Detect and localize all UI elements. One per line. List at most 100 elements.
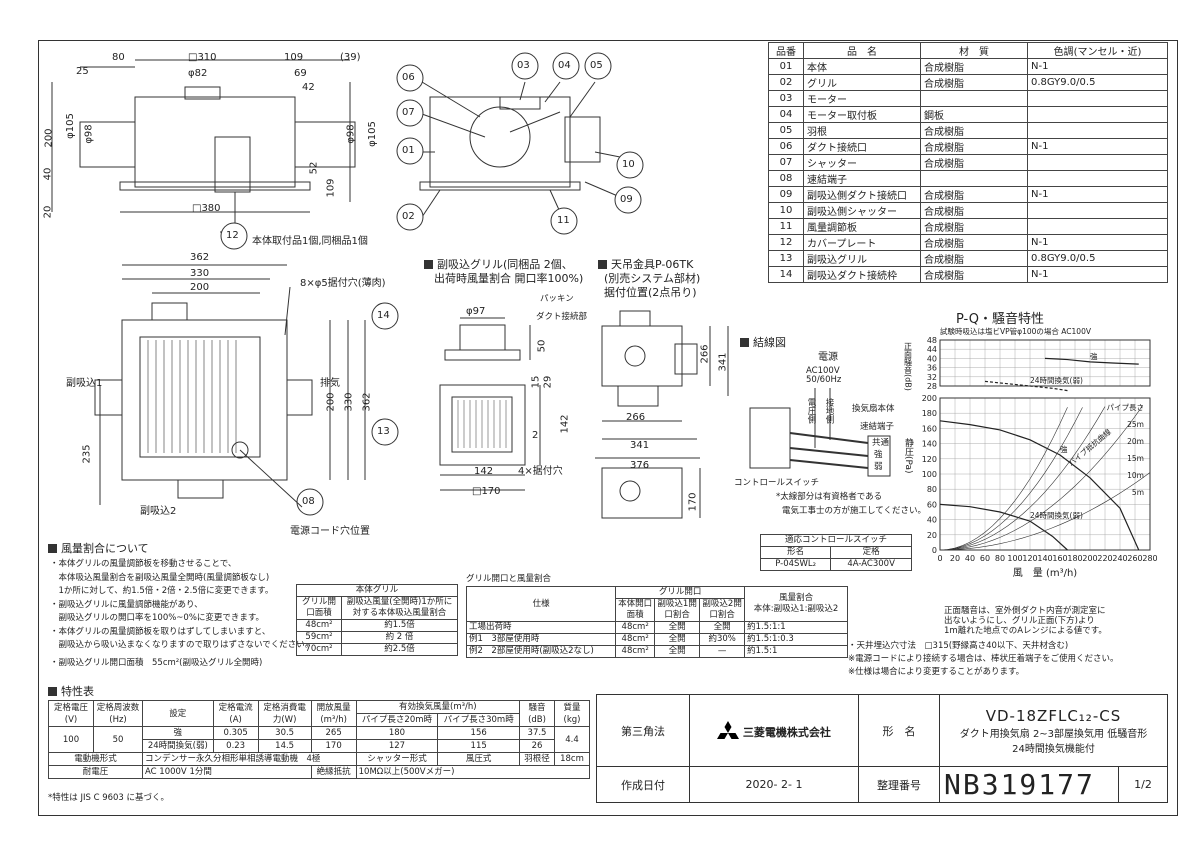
grille-table-cell: 70cm² [296,643,342,656]
plan-holes: 8×φ5据付穴(薄肉) [300,278,386,289]
grille-dim-29: 29 [542,375,554,389]
spec-title: 特性表 [48,683,94,699]
balloon-05: 05 [590,60,603,71]
parts-cell: 05 [768,122,804,139]
pressure-tick-label: 160 [922,424,937,433]
ratio-cell: 約1.5:1:1 [744,621,848,634]
wiring-note-1: *太線部分は有資格者である [776,492,883,502]
pressure-tick-label: 80 [927,485,937,494]
grille-dim-142-v: 142 [559,414,571,434]
spec-cell: 14.5 [257,739,312,753]
parts-cell: カバープレート [803,234,921,251]
dim-80: 80 [112,52,125,63]
ratio-h-s2: 副吸込2開口割合 [699,598,746,622]
x-tick-label: 120 [1022,554,1037,563]
balloon-11: 11 [557,215,570,226]
parts-cell: 合成樹脂 [920,122,1028,139]
chart-note-line: 出ないようにし、グリル正面(下方)より [944,616,1095,626]
parts-cell: モーター [803,90,921,107]
grille-dim-142: 142 [474,466,494,477]
spec-blade-label: 羽根径 [519,752,555,766]
chart-note: 試験時吸込は塩ビVP管φ100の場合 AC100V [940,326,1092,336]
ratio-table-caption: グリル開口と風量割合 [466,574,552,584]
parts-cell: シャッター [803,154,921,171]
dim-82: φ82 [188,68,208,79]
wiring-hz: 50/60Hz [806,375,842,385]
x-axis-label: 風 量 (m³/h) [1013,567,1078,579]
grille-holes: 4×据付穴 [518,466,563,477]
parts-cell [1027,106,1168,123]
dim-380: □380 [192,203,221,214]
ratio-cell: 工場出荷時 [465,621,617,634]
label-inlet-1: 副吸込1 [66,378,103,389]
pressure-series [939,503,1068,551]
parts-cell: 副吸込グリル [803,250,921,267]
grille-ratio-table: 本体グリル グリル開口面積副吸込風量(全開時)1か所に対する本体吸込風量割合 4… [296,584,458,656]
x-tick-label: 180 [1067,554,1082,563]
parts-cell: モーター取付板 [803,106,921,123]
spec-cell: 強 [142,726,214,740]
wiring-switch: コントロールスイッチ [734,478,820,488]
spec-table: 定格電圧(V) 定格周波数(Hz) 設定 定格電流(A) 定格消費電力(W) 開… [48,700,591,779]
ratio-cell: 48cm² [615,645,656,658]
pressure-tick-label: 40 [927,516,937,525]
parts-cell: 合成樹脂 [920,186,1028,203]
grille-table-cell: 約1.5倍 [341,619,458,632]
parts-cell: N-1 [1027,138,1168,155]
hanger-dim-266-v: 266 [699,344,711,364]
parts-cell [920,170,1028,187]
ceiling-note: ・天井埋込穴寸法 □315(野縁高さ40以下、天井材含む) [848,641,1069,651]
ratio-h-spec: 仕様 [465,586,617,622]
chart-title: P-Q・騒音特性 [956,312,1044,327]
grille-title-2: 出荷時風量割合 開口率100%) [434,272,584,285]
company-name: 三菱電機株式会社 [742,725,831,739]
spec-insul-label: 絶縁抵抗 [310,765,357,779]
pressure-series-label: 強 [1060,444,1068,454]
parts-cell: 本体 [803,58,921,75]
grille-table-cell: 59cm² [296,631,342,644]
parts-cell: N-1 [1027,266,1168,283]
label-cord-hole: 電源コード穴位置 [290,526,370,537]
spec-footnote: *特性は JIS C 9603 に基づく。 [48,793,170,803]
ratio-h-ratio: 風量割合本体:副吸込1:副吸込2 [744,586,848,622]
spec-cell: 115 [437,739,520,753]
note-12: 本体取付品1個,同梱品1個 [252,236,368,247]
ceiling-note: ※電源コードにより接続する場合は、棒状圧着端子をご使用ください。 [848,654,1119,664]
wiring-terminal: 速結端子 [860,422,895,432]
parts-cell: 羽根 [803,122,921,139]
parts-cell: グリル [803,74,921,91]
grille-dim-15: 15 [530,375,542,389]
spec-sub: パイプ長さ30m時 [437,713,520,727]
parts-cell: 14 [768,266,804,283]
airflow-line: ・本体グリルの風量調節板を移動させることで、 [50,559,237,569]
parts-cell: 合成樹脂 [920,138,1028,155]
parts-cell: ダクト接続口 [803,138,921,155]
ratio-cell: 約1.5:1:0.3 [744,633,848,646]
noise-plot-frame [939,339,1151,387]
parts-header: 材 質 [920,42,1028,59]
x-tick-label: 200 [1082,554,1097,563]
model-number: VD-18ZFLC₁₂-CS [985,706,1122,725]
grille-dim-170: □170 [472,486,501,497]
spec-sub: パイプ長さ20m時 [355,713,439,727]
parts-header: 品番 [768,42,804,59]
pressure-series [939,420,1140,551]
terminal-common: 共通 [872,438,890,448]
ratio-cell: 全開 [699,621,746,634]
x-tick-label: 40 [965,554,975,563]
parts-header: 色調(マンセル・近) [1027,42,1168,59]
ceiling-note: ※仕様は場合により変更することがあります。 [848,667,1025,677]
noise-tick-label: 48 [927,336,937,345]
ratio-h-grille: グリル開口 [615,586,746,599]
grille-table-cell: 48cm² [296,619,342,632]
parts-cell: 副吸込側ダクト接続口 [803,186,921,203]
noise-tick-label: 44 [927,345,937,354]
drawing-frame [38,40,1178,816]
ratio-cell: 例2 2部屋使用時(副吸込2なし) [465,645,617,658]
